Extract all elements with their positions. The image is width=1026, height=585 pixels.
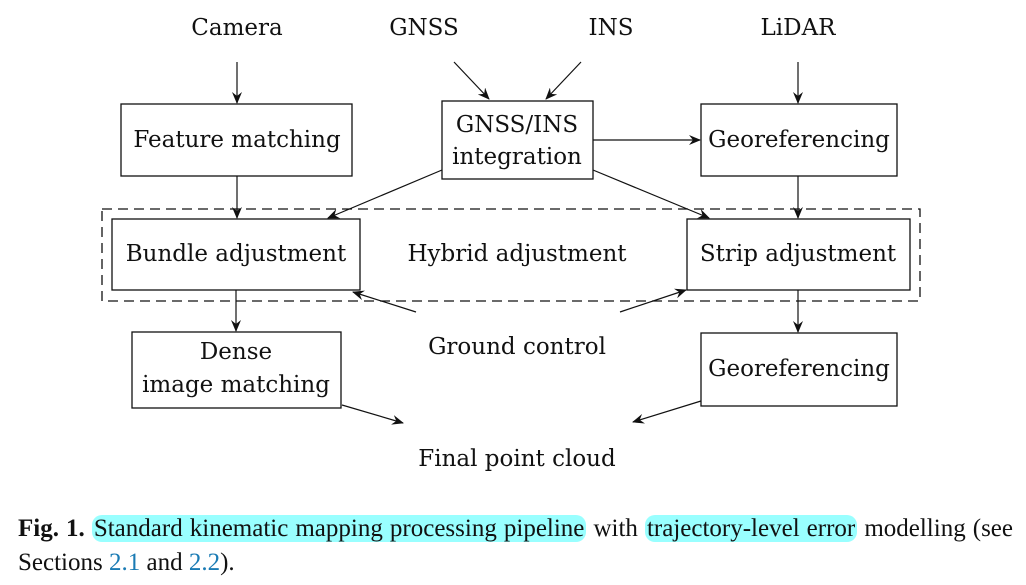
final-point-cloud-label: Final point cloud [418,446,616,472]
caption-text: with [586,515,645,542]
input-lidar: LiDAR [761,15,837,41]
box-georeferencing-bottom: Georeferencing [700,332,898,407]
box-label: Strip adjustment [700,241,897,267]
caption-text: ). [220,549,235,576]
caption-text: and [140,549,189,576]
box-label: Georeferencing [708,127,890,153]
section-link-2-2[interactable]: 2.2 [188,549,221,576]
arrow-ins-to-integration [545,61,582,100]
box-feature-matching: Feature matching [120,103,353,177]
arrow-integration-to-bundle [327,169,443,219]
box-dense-image-matching: Dense image matching [131,331,342,409]
hybrid-adjustment-label: Hybrid adjustment [407,241,627,267]
box-strip-adjustment: Strip adjustment [686,218,911,291]
figure-label: Fig. 1. [18,515,85,542]
box-label-line1: Dense [200,339,272,365]
box-bundle-adjustment: Bundle adjustment [111,218,361,291]
pipeline-diagram: Camera GNSS INS LiDAR Feature matching G… [101,15,921,472]
box-label-line2: image matching [142,372,330,398]
arrow-georef-to-final [632,400,702,424]
hybrid-adjustment-group [101,208,921,302]
box-label: Georeferencing [708,356,890,382]
arrow-ground-to-strip [619,288,687,313]
arrow-gnss-to-integration [453,61,490,100]
box-label-line2: integration [452,144,582,170]
highlight-2: trajectory-level error [644,515,858,542]
arrow-dense-to-final [341,404,404,425]
figure-caption: Fig. 1. Standard kinematic mapping proce… [18,512,1013,580]
input-gnss: GNSS [389,15,459,41]
box-label-line1: GNSS/INS [456,112,578,138]
arrow-integration-to-strip [592,169,710,219]
input-ins: INS [589,15,634,41]
box-gnss-ins-integration: GNSS/INS integration [441,100,594,180]
box-label: Feature matching [133,127,341,153]
section-link-2-1[interactable]: 2.1 [108,549,141,576]
caption-text: modelling (see Sections [18,515,1013,576]
arrow-ground-to-bundle [352,290,417,313]
input-camera: Camera [191,15,283,41]
box-georeferencing-top: Georeferencing [700,103,898,177]
ground-control-label: Ground control [428,334,606,360]
box-label: Bundle adjustment [126,241,347,267]
highlight-1: Standard kinematic mapping processing pi… [91,515,587,542]
